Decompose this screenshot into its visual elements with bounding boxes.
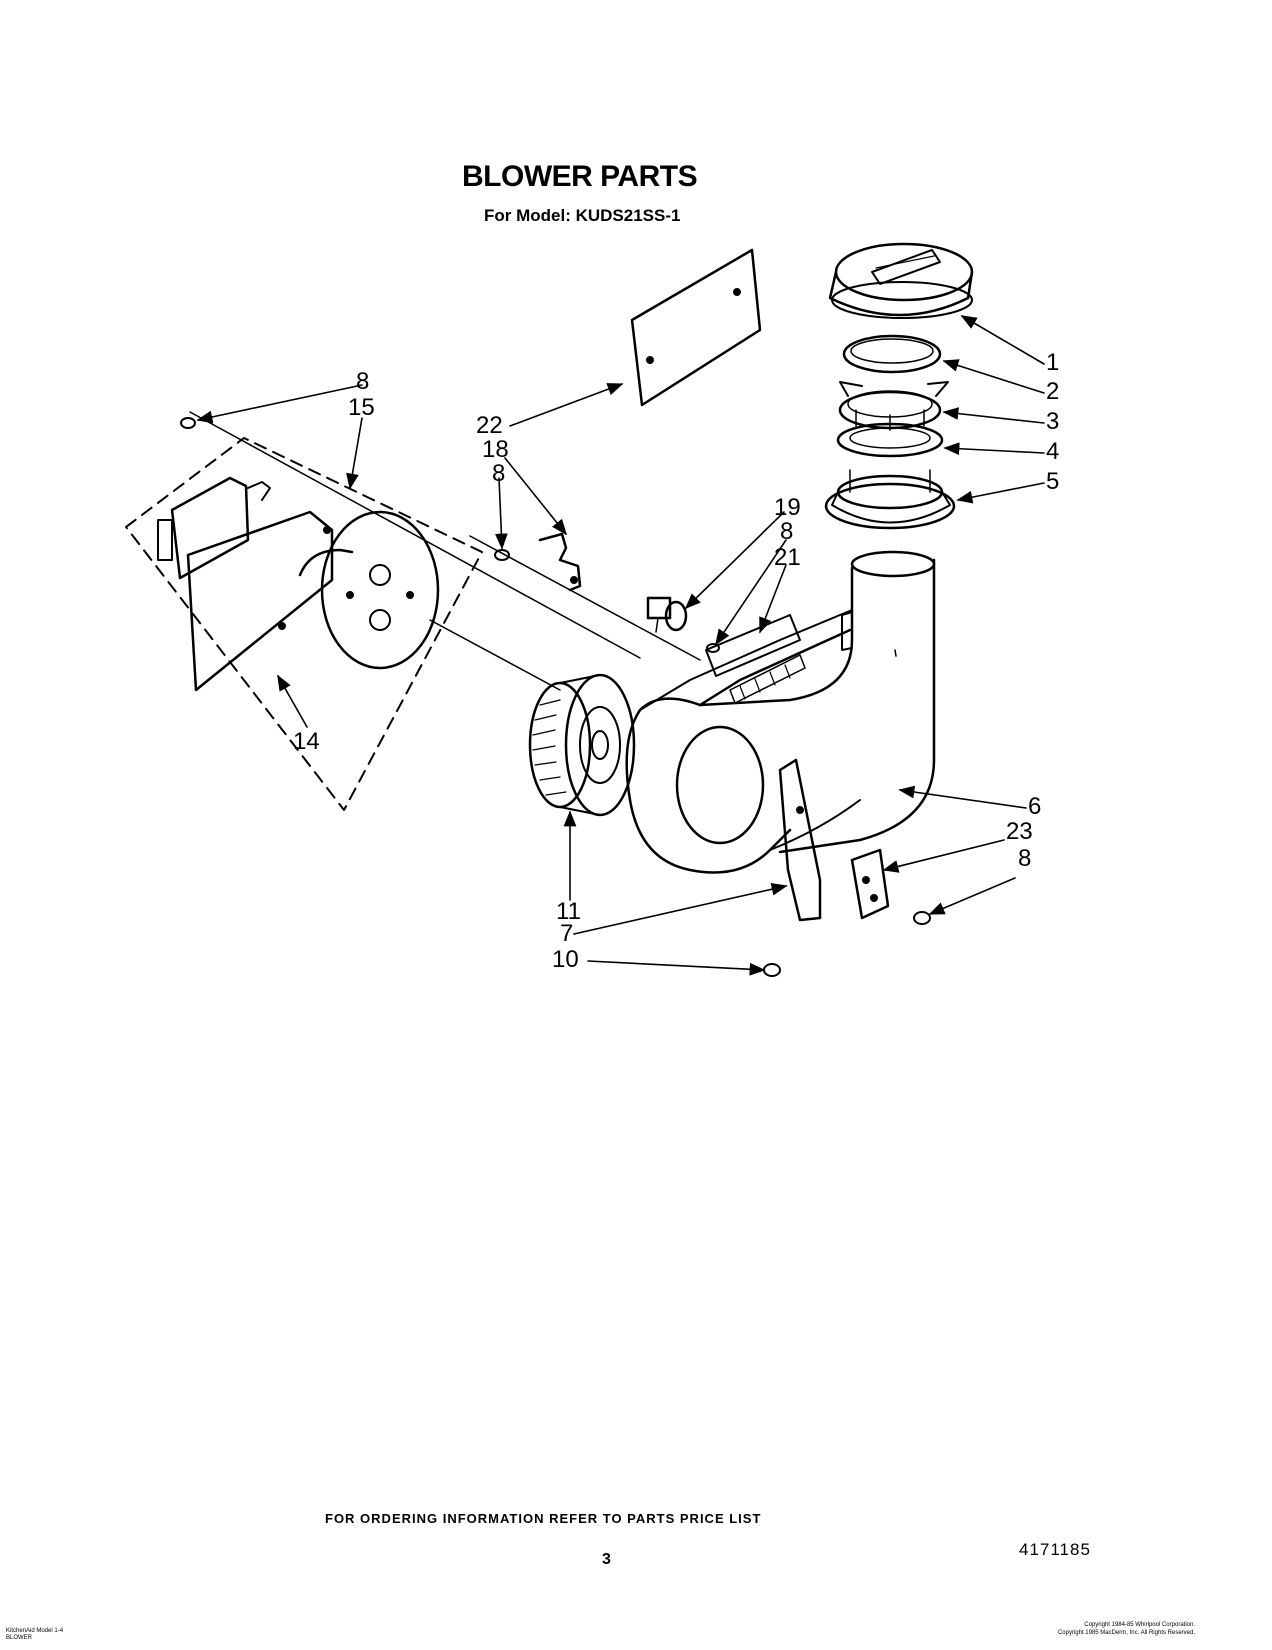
callout-11: 11 [556, 898, 581, 925]
part-7-mounting-bracket [778, 758, 822, 922]
callout-3: 3 [1046, 408, 1060, 435]
page-number: 3 [602, 1551, 611, 1568]
callout-21: 21 [774, 544, 801, 571]
callout-6: 6 [1028, 793, 1042, 820]
ordering-info-note: FOR ORDERING INFORMATION REFER TO PARTS … [325, 1511, 762, 1526]
callout-8-top: 8 [356, 368, 370, 395]
part-6-blower-housing-duct [625, 550, 936, 874]
part-5-collar [824, 469, 956, 530]
callout-7: 7 [560, 920, 574, 947]
copyright-line-2: Copyright 1985 MacDerm, Inc. All Rights … [1057, 1630, 1195, 1636]
document-number: 4171185 [1019, 1540, 1091, 1559]
part-22-cover-plate [630, 248, 762, 407]
callout-8-right: 8 [1018, 845, 1032, 872]
part-2-gasket-ring [842, 334, 942, 374]
part-15-motor-assembly-dashed-box [125, 437, 483, 811]
callout-2: 2 [1046, 378, 1060, 405]
part-4-seal-ring [836, 422, 944, 458]
part-14-motor-plate [157, 476, 440, 692]
screw-8b-icon [494, 549, 510, 561]
part-1-vent-cap [828, 242, 974, 319]
callout-22: 22 [476, 412, 503, 439]
callout-15: 15 [348, 394, 375, 421]
callout-14: 14 [293, 728, 320, 755]
callout-8-mid: 8 [492, 460, 506, 487]
part-19-thermal-switch [646, 596, 688, 633]
callout-4: 4 [1046, 438, 1060, 465]
part-11-blower-wheel [528, 673, 636, 817]
copyright-line-1: Copyright 1984-85 Whirlpool Corporation. [1084, 1622, 1195, 1628]
callout-23: 23 [1006, 818, 1033, 845]
part-18-clip [538, 532, 582, 592]
footer-model-reference: KitchenAid Model 1-4 BLOWER [6, 1628, 64, 1641]
callout-10: 10 [552, 946, 579, 973]
callout-8-mid-right: 8 [780, 518, 794, 545]
callout-5: 5 [1046, 468, 1060, 495]
screw-icons [180, 417, 931, 977]
model-subtitle: For Model: KUDS21SS-1 [484, 206, 681, 225]
screw-10-icon [763, 963, 781, 977]
callout-19: 19 [774, 494, 801, 521]
screw-8a-icon [180, 417, 196, 429]
copyright-notice: Copyright 1984-85 Whirlpool Corporation.… [985, 1621, 1195, 1637]
callout-18: 18 [482, 436, 509, 463]
assembly-guide-lines [189, 411, 701, 691]
callout-1: 1 [1046, 349, 1060, 376]
leader-lines [196, 315, 1045, 976]
screw-8r-icon [913, 911, 931, 925]
screw-8c-icon [706, 643, 720, 653]
page-title: BLOWER PARTS [462, 160, 698, 193]
part-23-hinge-bracket [850, 848, 890, 920]
